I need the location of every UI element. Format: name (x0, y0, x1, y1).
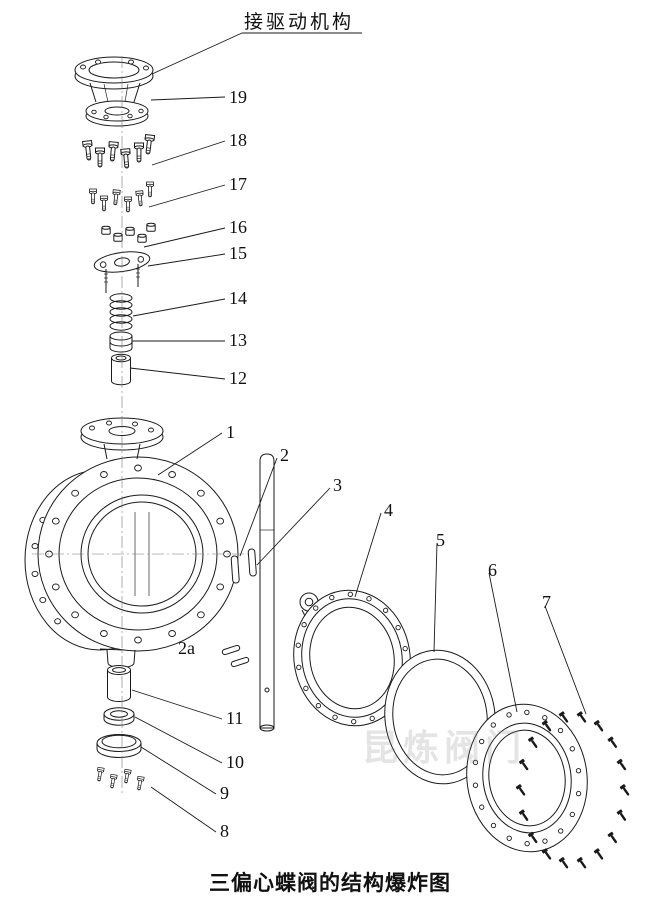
leader-11 (131, 689, 223, 720)
callout-3: 3 (333, 475, 342, 495)
callout-1: 1 (226, 422, 235, 442)
part-2-stem (259, 453, 275, 732)
leader-lines (129, 96, 587, 833)
leader-6 (488, 572, 518, 713)
leader-7 (544, 605, 587, 715)
leader-5 (433, 542, 438, 653)
top-label: 接驱动机构 (244, 11, 354, 33)
leader-15 (147, 253, 226, 267)
part-8-bolts (95, 766, 145, 791)
leader-18 (151, 140, 226, 166)
callout-labels: 19 18 17 16 15 14 13 12 1 2 3 4 5 6 7 2a… (178, 87, 551, 841)
leader-4 (354, 512, 382, 598)
callout-18: 18 (229, 130, 247, 150)
callout-2a: 2a (178, 638, 195, 658)
callout-9: 9 (220, 783, 229, 803)
part-3-keys (230, 548, 257, 584)
leader-2 (239, 457, 278, 557)
callout-4: 4 (384, 500, 393, 520)
leader-8 (150, 786, 217, 833)
centerlines (32, 56, 248, 795)
callout-16: 16 (229, 217, 247, 237)
leader-1 (157, 432, 223, 476)
part-9-bottom-cover (96, 734, 142, 758)
leader-16 (143, 227, 226, 248)
part-16-nuts (101, 222, 156, 243)
callout-14: 14 (229, 288, 247, 308)
watermark: 昆炼阀门 (362, 727, 526, 768)
part-19-actuator-flange (74, 56, 154, 127)
part-2a-pins (221, 644, 250, 668)
leader-3 (256, 487, 331, 566)
callout-10: 10 (226, 752, 244, 772)
part-4-retainer-ring (293, 589, 411, 727)
callout-7: 7 (542, 592, 551, 612)
leader-9 (140, 746, 217, 795)
part-18-bolts (82, 134, 156, 169)
callout-19: 19 (229, 87, 247, 107)
callout-6: 6 (488, 560, 497, 580)
part-6-clamp-ring (466, 703, 588, 853)
callout-2: 2 (280, 445, 289, 465)
part-1-valve-body (24, 417, 239, 668)
leader-17 (148, 184, 226, 208)
callout-12: 12 (229, 368, 247, 388)
leader-10 (134, 716, 223, 764)
top-label-group: 接驱动机构 (151, 11, 362, 75)
leader-12 (129, 367, 226, 380)
callout-11: 11 (226, 708, 243, 728)
callout-5: 5 (436, 530, 445, 550)
part-10-thrust-ring (103, 707, 135, 726)
callout-8: 8 (220, 821, 229, 841)
part-12-bushing (111, 353, 131, 386)
diagram-title: 三偏心蝶阀的结构爆炸图 (209, 871, 451, 895)
leader-19 (150, 96, 226, 101)
callout-13: 13 (229, 330, 247, 350)
part-11-bushing (107, 665, 131, 702)
part-13-packing-rings (109, 331, 133, 353)
part-5-seal-ring (384, 649, 496, 785)
leader-14 (132, 298, 226, 317)
part-14-spring (109, 293, 133, 331)
part-17-screws (89, 181, 154, 213)
callout-15: 15 (229, 243, 247, 263)
callout-17: 17 (229, 174, 247, 194)
